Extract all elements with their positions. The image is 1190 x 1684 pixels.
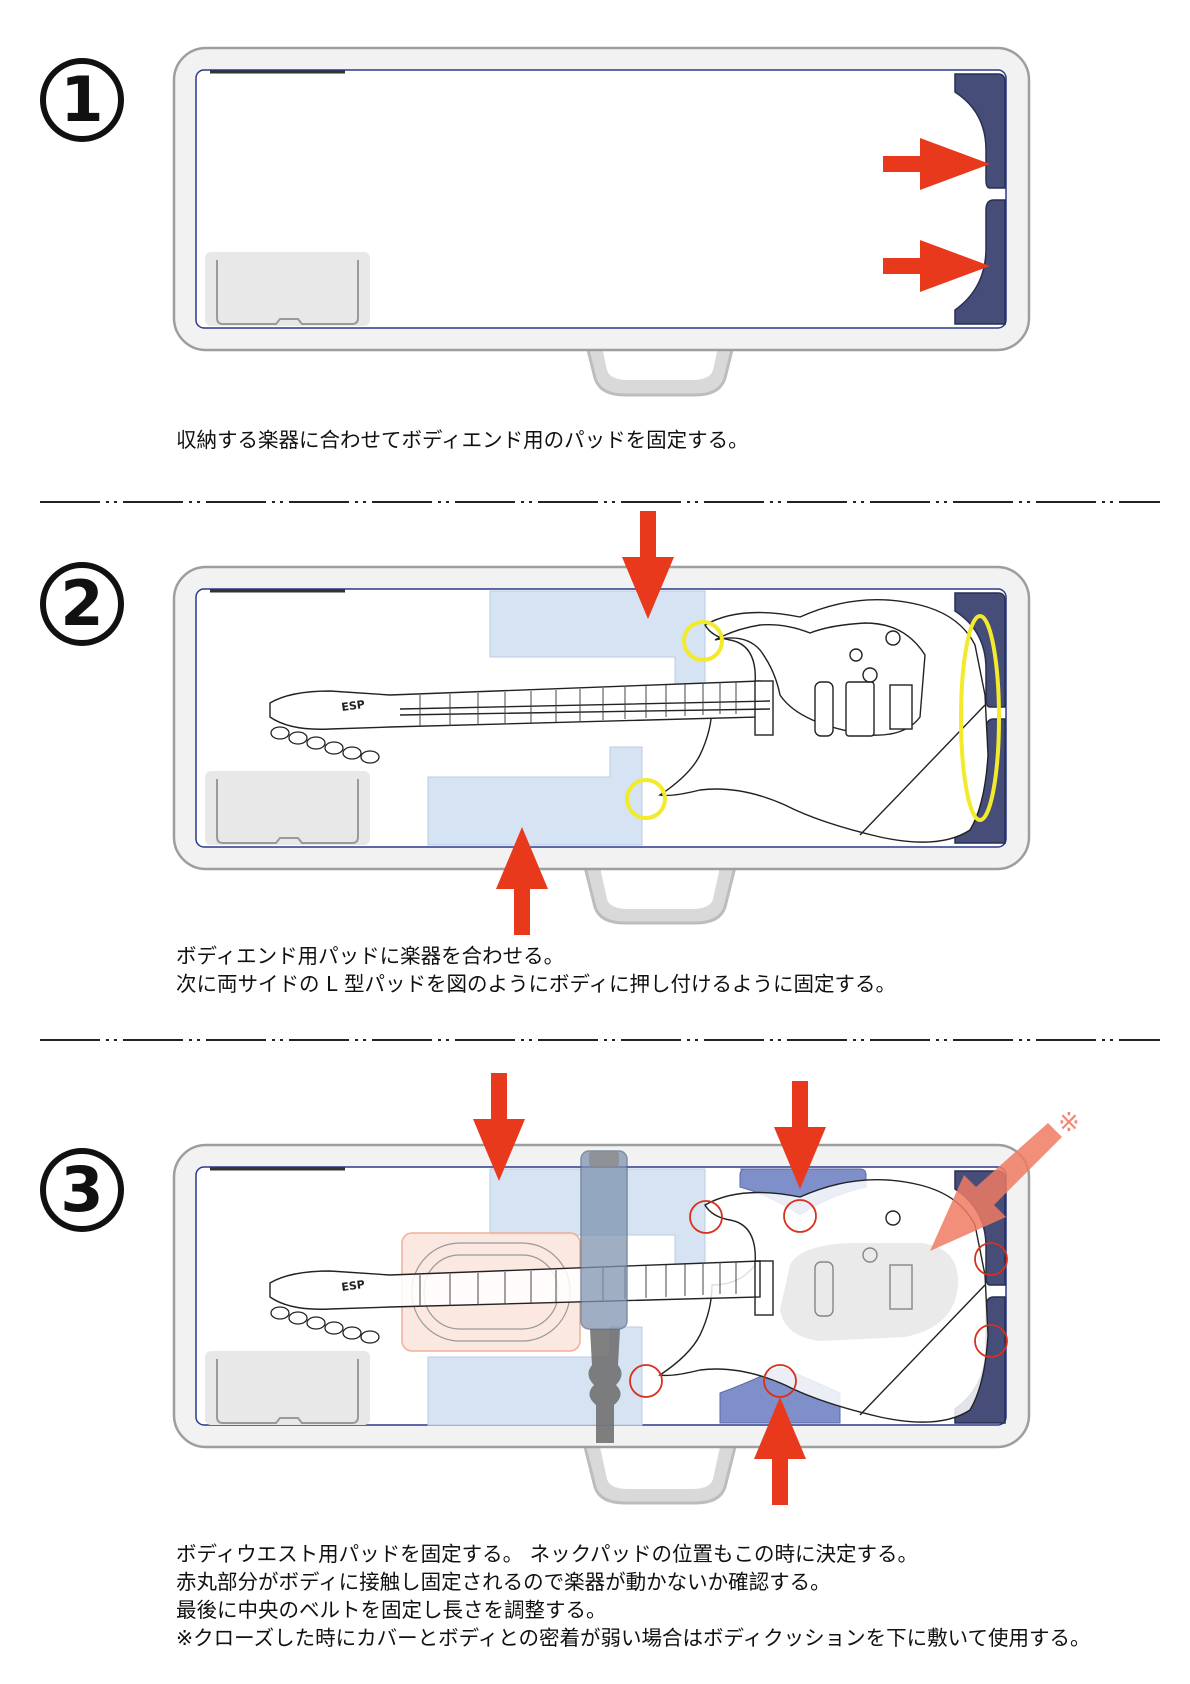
arrow-diagonal-cushion <box>930 1123 1062 1251</box>
separator-2 <box>40 1039 1160 1041</box>
step-3-caption: ボディウエスト用パッドを固定する。 ネックパッドの位置もこの時に決定する。 赤丸… <box>176 1542 1091 1650</box>
contact-circle <box>689 1200 723 1234</box>
body-end-pad-upper <box>954 592 1006 708</box>
accessory-pocket <box>205 771 370 845</box>
contact-circles <box>629 1199 1008 1398</box>
body-cushion <box>780 1243 959 1341</box>
fret-lines <box>419 682 737 727</box>
arrow-down-waist-pad <box>774 1081 826 1189</box>
step-1-caption: 収納する楽器に合わせてボディエンド用のパッドを固定する。 <box>176 428 749 452</box>
accessory-pocket <box>205 252 370 326</box>
contact-highlight-upper <box>682 620 724 662</box>
contact-circle <box>974 1324 1008 1358</box>
center-belt <box>580 1150 628 1330</box>
headstock-logo: ESP <box>341 1278 366 1294</box>
belt-buckle <box>588 1329 622 1443</box>
contact-circle <box>629 1364 663 1398</box>
step-3-diagram: ESP <box>172 1073 1062 1505</box>
arrow-down <box>622 511 674 619</box>
arrow-down-neck-pad <box>473 1073 525 1181</box>
step-1-number: 1 <box>40 58 124 142</box>
tuning-pegs <box>270 1306 380 1344</box>
contact-circle <box>974 1242 1008 1276</box>
step-2-diagram: ESP <box>172 511 1031 935</box>
separator-1 <box>40 501 1160 503</box>
tuning-pegs <box>270 726 380 764</box>
headstock-logo: ESP <box>341 698 366 714</box>
contact-highlight-lower <box>625 778 667 820</box>
accessory-pocket <box>205 1351 370 1425</box>
arrow-right-upper <box>883 138 990 190</box>
step-3-number: 3 <box>40 1148 124 1232</box>
body-end-pad-upper <box>954 73 1006 189</box>
case-interior <box>195 69 1007 329</box>
contact-highlight-body-end <box>959 614 1001 822</box>
step-1-diagram <box>172 46 1031 397</box>
contact-circle <box>783 1199 817 1233</box>
arrow-up <box>496 827 548 935</box>
step-2-caption: ボディエンド用パッドに楽器を合わせる。 次に両サイドの L 型パッドを図のように… <box>176 944 897 996</box>
step-2-number: 2 <box>40 562 124 646</box>
note-mark: ※ <box>1058 1108 1080 1138</box>
arrow-right-lower <box>883 240 990 292</box>
l-pad-lower <box>427 746 643 846</box>
arrow-up-waist-pad <box>754 1397 806 1505</box>
guitar-outline <box>269 598 989 843</box>
